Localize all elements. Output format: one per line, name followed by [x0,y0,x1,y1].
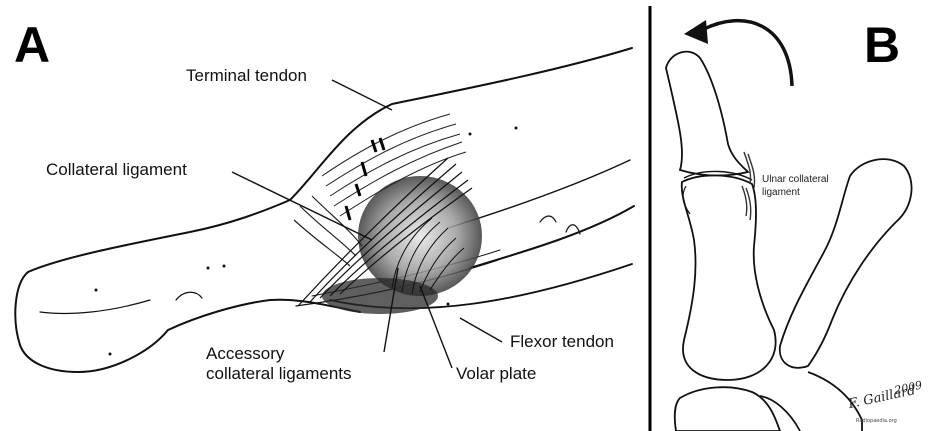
label-accessory-line1: Accessory [206,344,284,364]
label-terminal-tendon: Terminal tendon [186,66,307,86]
label-collateral-ligament: Collateral ligament [46,160,187,180]
label-volar-plate: Volar plate [456,364,536,384]
label-accessory-line2: collateral ligaments [206,364,352,384]
thumb-metacarpal [675,387,780,431]
panel-a-letter: A [14,20,50,70]
finger-drawing [15,48,634,372]
leader-terminal-tendon [332,80,392,110]
panel-b-letter: B [864,20,900,70]
leader-flexor-tendon [460,318,502,342]
label-ulnar-line1: Ulnar collateral [762,174,829,186]
label-ulnar-line2: ligament [762,187,800,199]
arrow-head [684,20,708,44]
proximal-phalanx [682,175,776,380]
leader-collateral-ligament [232,172,372,240]
label-flexor-tendon: Flexor tendon [510,332,614,352]
rotation-arrow [702,21,792,86]
distal-phalanx [666,52,748,176]
fingertip-outline [15,272,168,372]
signature-small-print: Radiopaedia.org [856,418,897,424]
thumb-bones [666,52,912,431]
